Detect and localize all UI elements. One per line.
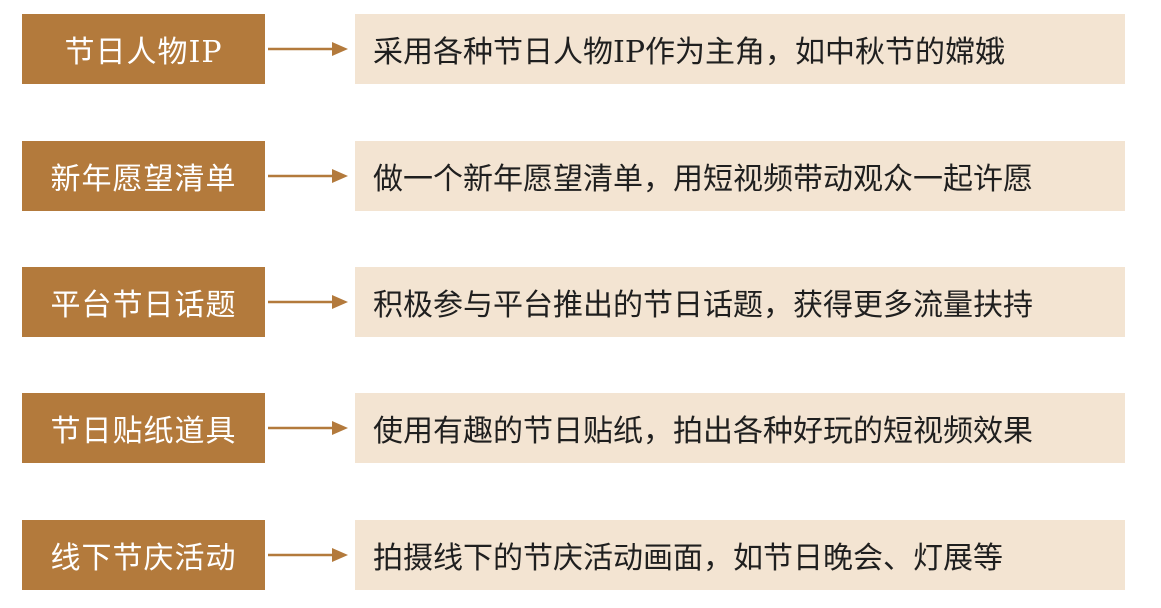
diagram-row: 平台节日话题 积极参与平台推出的节日话题，获得更多流量扶持 [0,267,1161,337]
row-description: 拍摄线下的节庆活动画面，如节日晚会、灯展等 [355,520,1125,590]
arrow-right-icon [268,548,348,562]
row-label: 线下节庆活动 [22,520,265,590]
diagram-row: 新年愿望清单 做一个新年愿望清单，用短视频带动观众一起许愿 [0,141,1161,211]
arrow-right-icon [268,295,348,309]
diagram-row: 节日贴纸道具 使用有趣的节日贴纸，拍出各种好玩的短视频效果 [0,393,1161,463]
row-label: 平台节日话题 [22,267,265,337]
row-label: 新年愿望清单 [22,141,265,211]
row-label: 节日人物IP [22,14,265,84]
row-description: 做一个新年愿望清单，用短视频带动观众一起许愿 [355,141,1125,211]
row-label: 节日贴纸道具 [22,393,265,463]
diagram-row: 线下节庆活动 拍摄线下的节庆活动画面，如节日晚会、灯展等 [0,520,1161,590]
arrow-right-icon [268,42,348,56]
row-description: 使用有趣的节日贴纸，拍出各种好玩的短视频效果 [355,393,1125,463]
arrow-right-icon [268,421,348,435]
row-description: 积极参与平台推出的节日话题，获得更多流量扶持 [355,267,1125,337]
arrow-right-icon [268,169,348,183]
row-description: 采用各种节日人物IP作为主角，如中秋节的嫦娥 [355,14,1125,84]
diagram-row: 节日人物IP 采用各种节日人物IP作为主角，如中秋节的嫦娥 [0,14,1161,84]
